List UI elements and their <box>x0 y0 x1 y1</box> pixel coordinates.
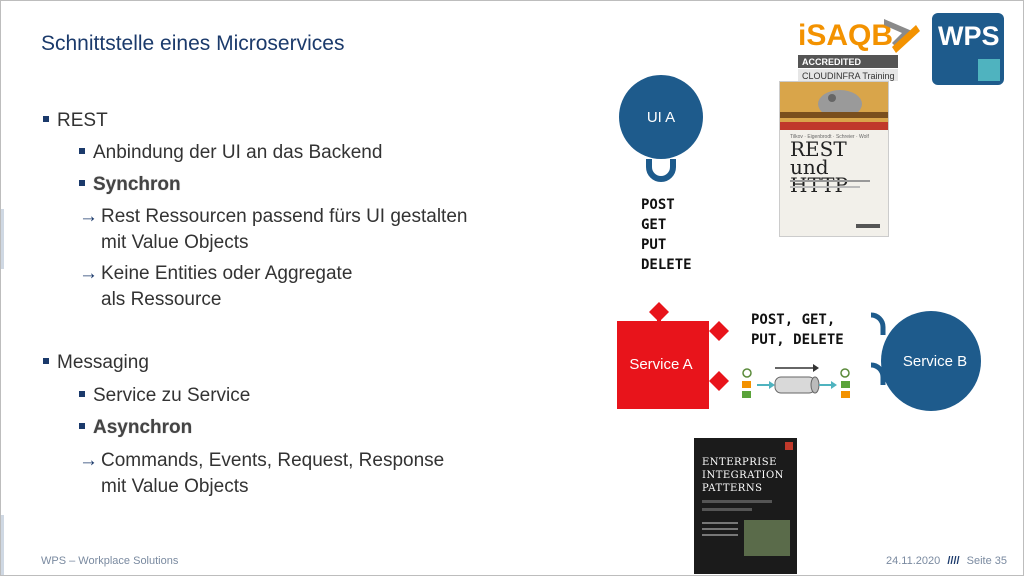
rest-method: DELETE <box>641 257 692 273</box>
rest-method: GET <box>641 217 667 233</box>
messaging-methods: POST, GET, PUT, DELETE <box>751 310 844 350</box>
book-rest-und-http: Tilkov · Eigenbrodt · Schreier · Wolf RE… <box>779 81 889 237</box>
isaqb-accredited-text: ACCREDITED <box>802 57 862 67</box>
bullet-item: →Keine Entities oder Aggregate <box>79 261 352 287</box>
arrow-right-icon: → <box>79 263 98 284</box>
rest-method: PUT <box>641 237 667 253</box>
bullet-item: REST <box>43 108 108 134</box>
service-a-node <box>617 321 709 409</box>
footer-date: 24.11.2020 <box>886 555 941 567</box>
isaqb-logo: iSAQB ACCREDITED CLOUDINFRA Training <box>798 19 920 81</box>
bullet-item: Asynchron <box>79 415 192 441</box>
bullet-text: mit Value Objects <box>101 232 249 253</box>
wps-logo-text: WPS <box>938 21 1000 51</box>
book-eip-title-1: Enterprise <box>702 457 777 468</box>
bullet-square-icon <box>43 115 49 122</box>
bullet-text: Asynchron <box>93 417 193 438</box>
bullet-text: Rest Ressourcen passend fürs UI gestalte… <box>101 206 468 227</box>
arrow-right-icon: → <box>79 450 98 471</box>
edge-mark <box>1 209 4 269</box>
ui-a-socket <box>646 159 676 182</box>
rest-method: POST <box>641 197 675 213</box>
wps-logo: WPS <box>932 13 1004 85</box>
footer-separator: //// <box>947 555 960 567</box>
bullet-text: Anbindung der UI an das Backend <box>93 142 383 163</box>
bullet-square-icon <box>79 147 85 154</box>
bullet-item: →Rest Ressourcen passend fürs UI gestalt… <box>79 204 467 230</box>
bullet-text: mit Value Objects <box>101 476 249 497</box>
bullet-text: REST <box>57 110 108 131</box>
ui-a-node <box>619 75 703 159</box>
arrow-right-icon: → <box>79 206 98 227</box>
book-rest-title-1: REST <box>790 137 847 161</box>
bullet-text: Messaging <box>57 352 149 373</box>
bullet-text: Keine Entities oder Aggregate <box>101 263 353 284</box>
messaging-methods-line-2: PUT, DELETE <box>751 332 844 348</box>
bullet-item: Anbindung der UI an das Backend <box>79 140 382 166</box>
isaqb-training-text: CLOUDINFRA Training <box>802 71 895 81</box>
bullet-square-icon <box>43 357 49 364</box>
bullet-item: mit Value Objects <box>101 230 248 256</box>
book-enterprise-integration-patterns: Enterprise Integration Patterns <box>694 438 797 574</box>
messaging-methods-line-1: POST, GET, <box>751 312 836 328</box>
service-b-node <box>881 311 981 411</box>
footer-page: Seite 35 <box>966 555 1007 567</box>
bullet-square-icon <box>79 422 85 429</box>
bullet-item: Synchron <box>79 172 181 198</box>
footer-right: 24.11.2020 //// Seite 35 <box>886 555 1007 567</box>
bullet-item: als Ressource <box>101 287 221 313</box>
isaqb-logo-text: iSAQB <box>798 19 893 52</box>
bullet-item: mit Value Objects <box>101 474 248 500</box>
book-eip-title-3: Patterns <box>702 483 763 494</box>
bullet-item: →Commands, Events, Request, Response <box>79 448 444 474</box>
ui-a-label: UI A <box>647 109 675 126</box>
bullet-square-icon <box>79 179 85 186</box>
service-a-label: Service A <box>629 356 692 373</box>
footer-company: WPS – Workplace Solutions <box>41 555 179 567</box>
rest-methods: POST GET PUT DELETE <box>641 195 692 275</box>
book-eip-title-2: Integration <box>702 470 784 481</box>
bullet-item: Messaging <box>43 350 149 376</box>
edge-mark <box>1 515 4 575</box>
bullet-square-icon <box>79 390 85 397</box>
service-b-label: Service B <box>903 353 967 370</box>
bullet-text: Synchron <box>93 174 181 195</box>
microservice-diagram: UI A Service A Service B <box>617 75 981 411</box>
slide-title: Schnittstelle eines Microservices <box>41 32 345 55</box>
bullet-text: als Ressource <box>101 289 222 310</box>
bullet-text: Service zu Service <box>93 385 251 406</box>
bullet-text: Commands, Events, Request, Response <box>101 450 445 471</box>
bullet-item: Service zu Service <box>79 383 250 409</box>
